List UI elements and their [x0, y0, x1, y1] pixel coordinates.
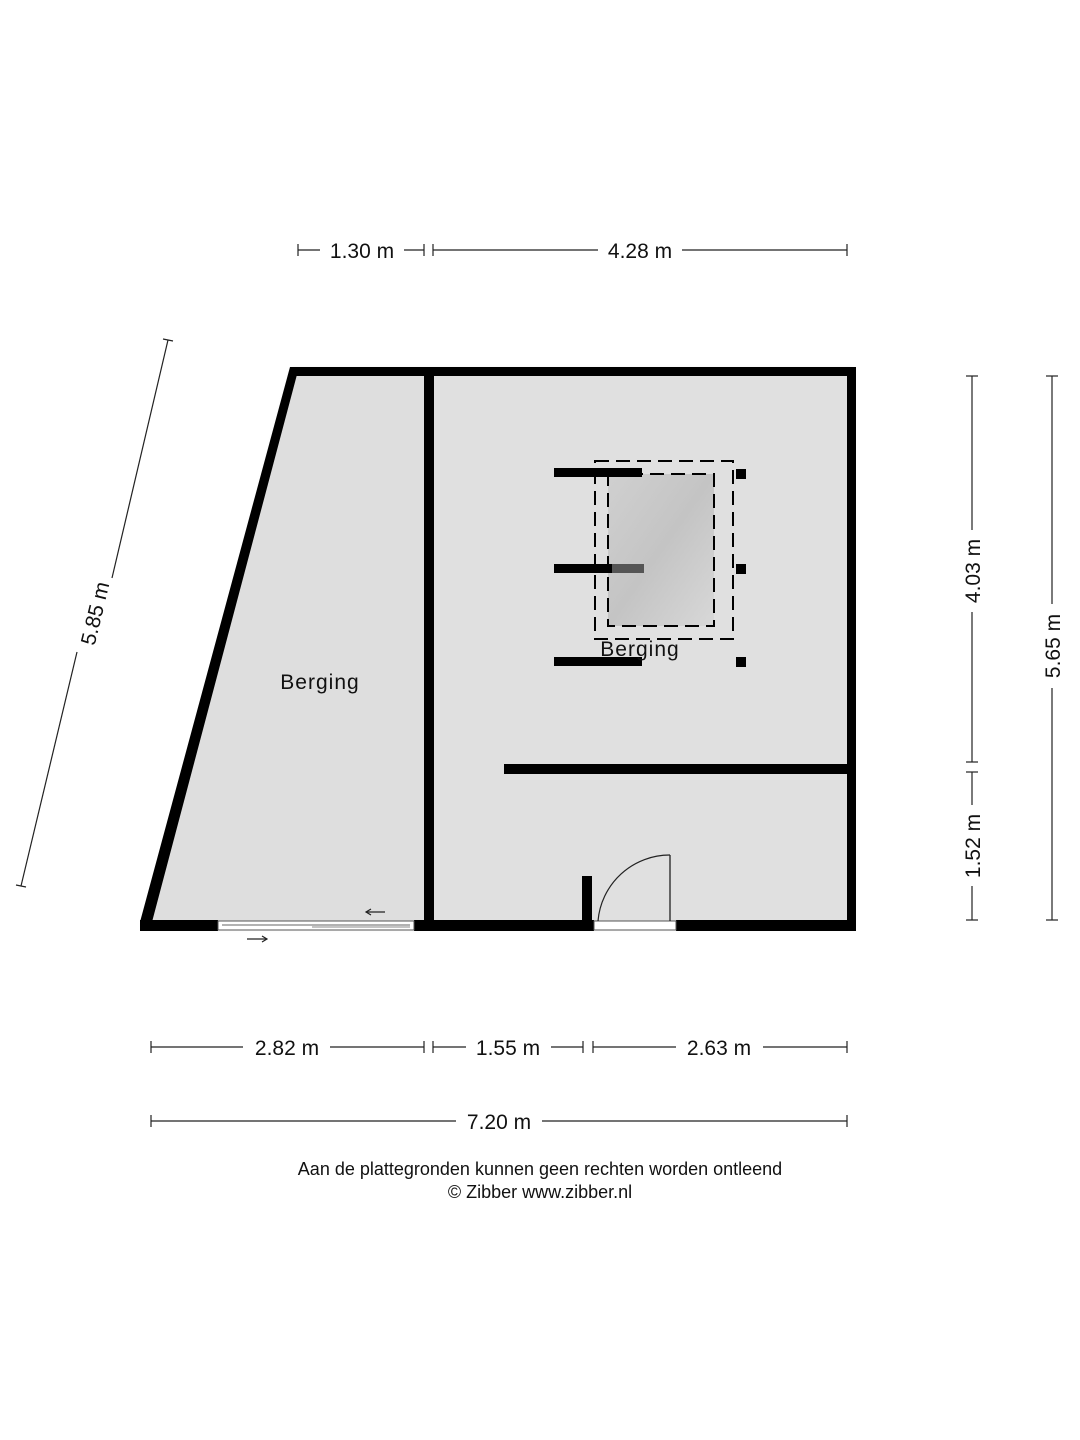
sliding-door: [217, 908, 415, 943]
dim-bottom-mid: 1.55 m: [476, 1037, 540, 1060]
dim-bottom-right: 2.63 m: [687, 1037, 751, 1060]
dim-top-left: 1.30 m: [330, 240, 394, 263]
swing-door: [593, 854, 677, 931]
left-room-floor: [149, 373, 427, 923]
dim-bottom-left: 2.82 m: [255, 1037, 319, 1060]
disclaimer-text: Aan de plattegronden kunnen geen rechten…: [297, 1159, 783, 1179]
dim-bottom-total: 7.20 m: [467, 1111, 531, 1134]
dim-diagonal-left: 5.85 m: [77, 580, 114, 648]
right-room-floor: [432, 373, 848, 923]
interior-walls: [424, 367, 856, 931]
dim-right-lower: 1.52 m: [962, 814, 985, 878]
dim-top-right: 4.28 m: [608, 240, 672, 263]
left-room-label: Berging: [280, 671, 359, 694]
dim-right-total: 5.65 m: [1042, 614, 1065, 678]
dimension-lines: [15, 244, 1058, 1127]
dim-right-upper: 4.03 m: [962, 539, 985, 603]
right-room-label: Berging: [600, 638, 679, 661]
copyright-text: © Zibber www.zibber.nl: [447, 1182, 633, 1202]
hatch-fixture: [554, 460, 746, 667]
